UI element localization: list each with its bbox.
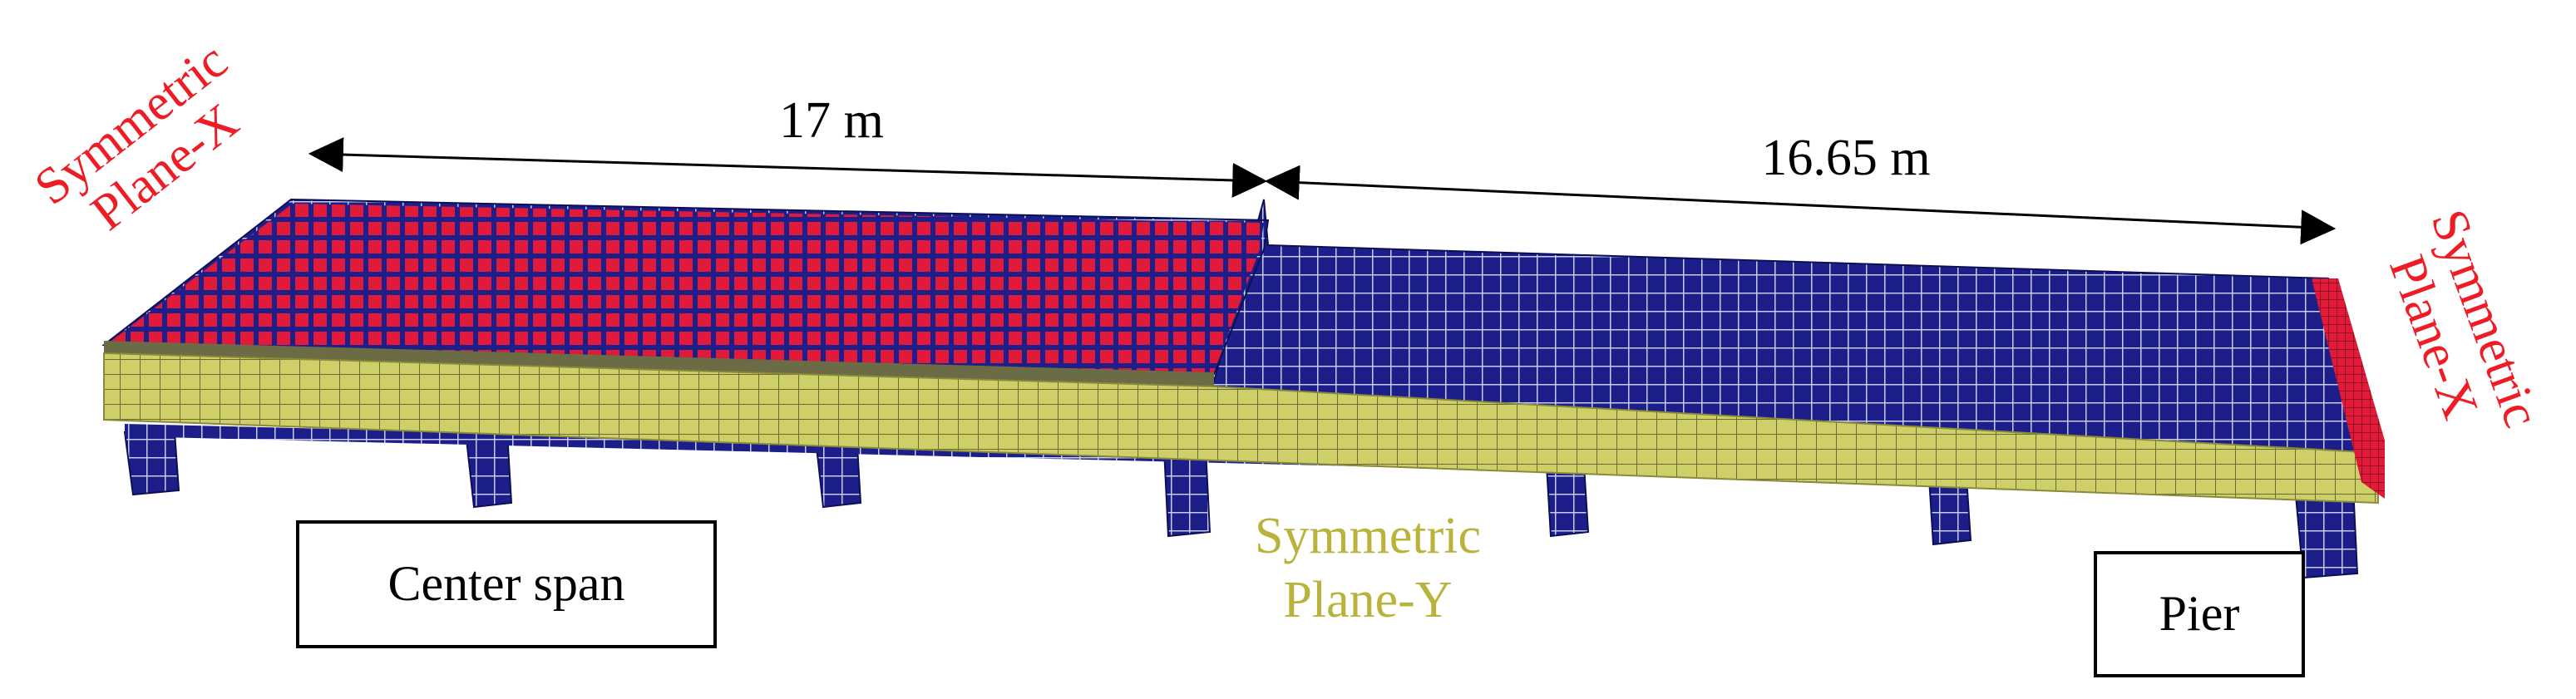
dimension-label-left: 17 m (779, 92, 884, 149)
label-symmetric-plane-y-line2: Plane-Y (1283, 572, 1452, 628)
girder-4 (1545, 465, 1590, 538)
girder-left-end (123, 431, 180, 496)
load-area-red (108, 204, 1264, 372)
label-symmetric-plane-x-left: Symmetric Plane-X (25, 32, 249, 242)
center-span-label: Center span (388, 556, 625, 611)
dimension-arrow-right (1264, 165, 2337, 245)
pier-box (2094, 551, 2305, 677)
dimension-label-right: 16.65 m (1761, 130, 1930, 186)
pier-label: Pier (2159, 586, 2240, 641)
symmetric-plane-x-face-right (2312, 278, 2385, 499)
label-symmetric-plane-y-line1: Symmetric (1255, 508, 1481, 564)
center-span-box (296, 520, 717, 648)
dimension-arrow-left (308, 137, 1268, 198)
label-symmetric-plane-x-right: Symmetric Plane-X (2378, 203, 2550, 435)
